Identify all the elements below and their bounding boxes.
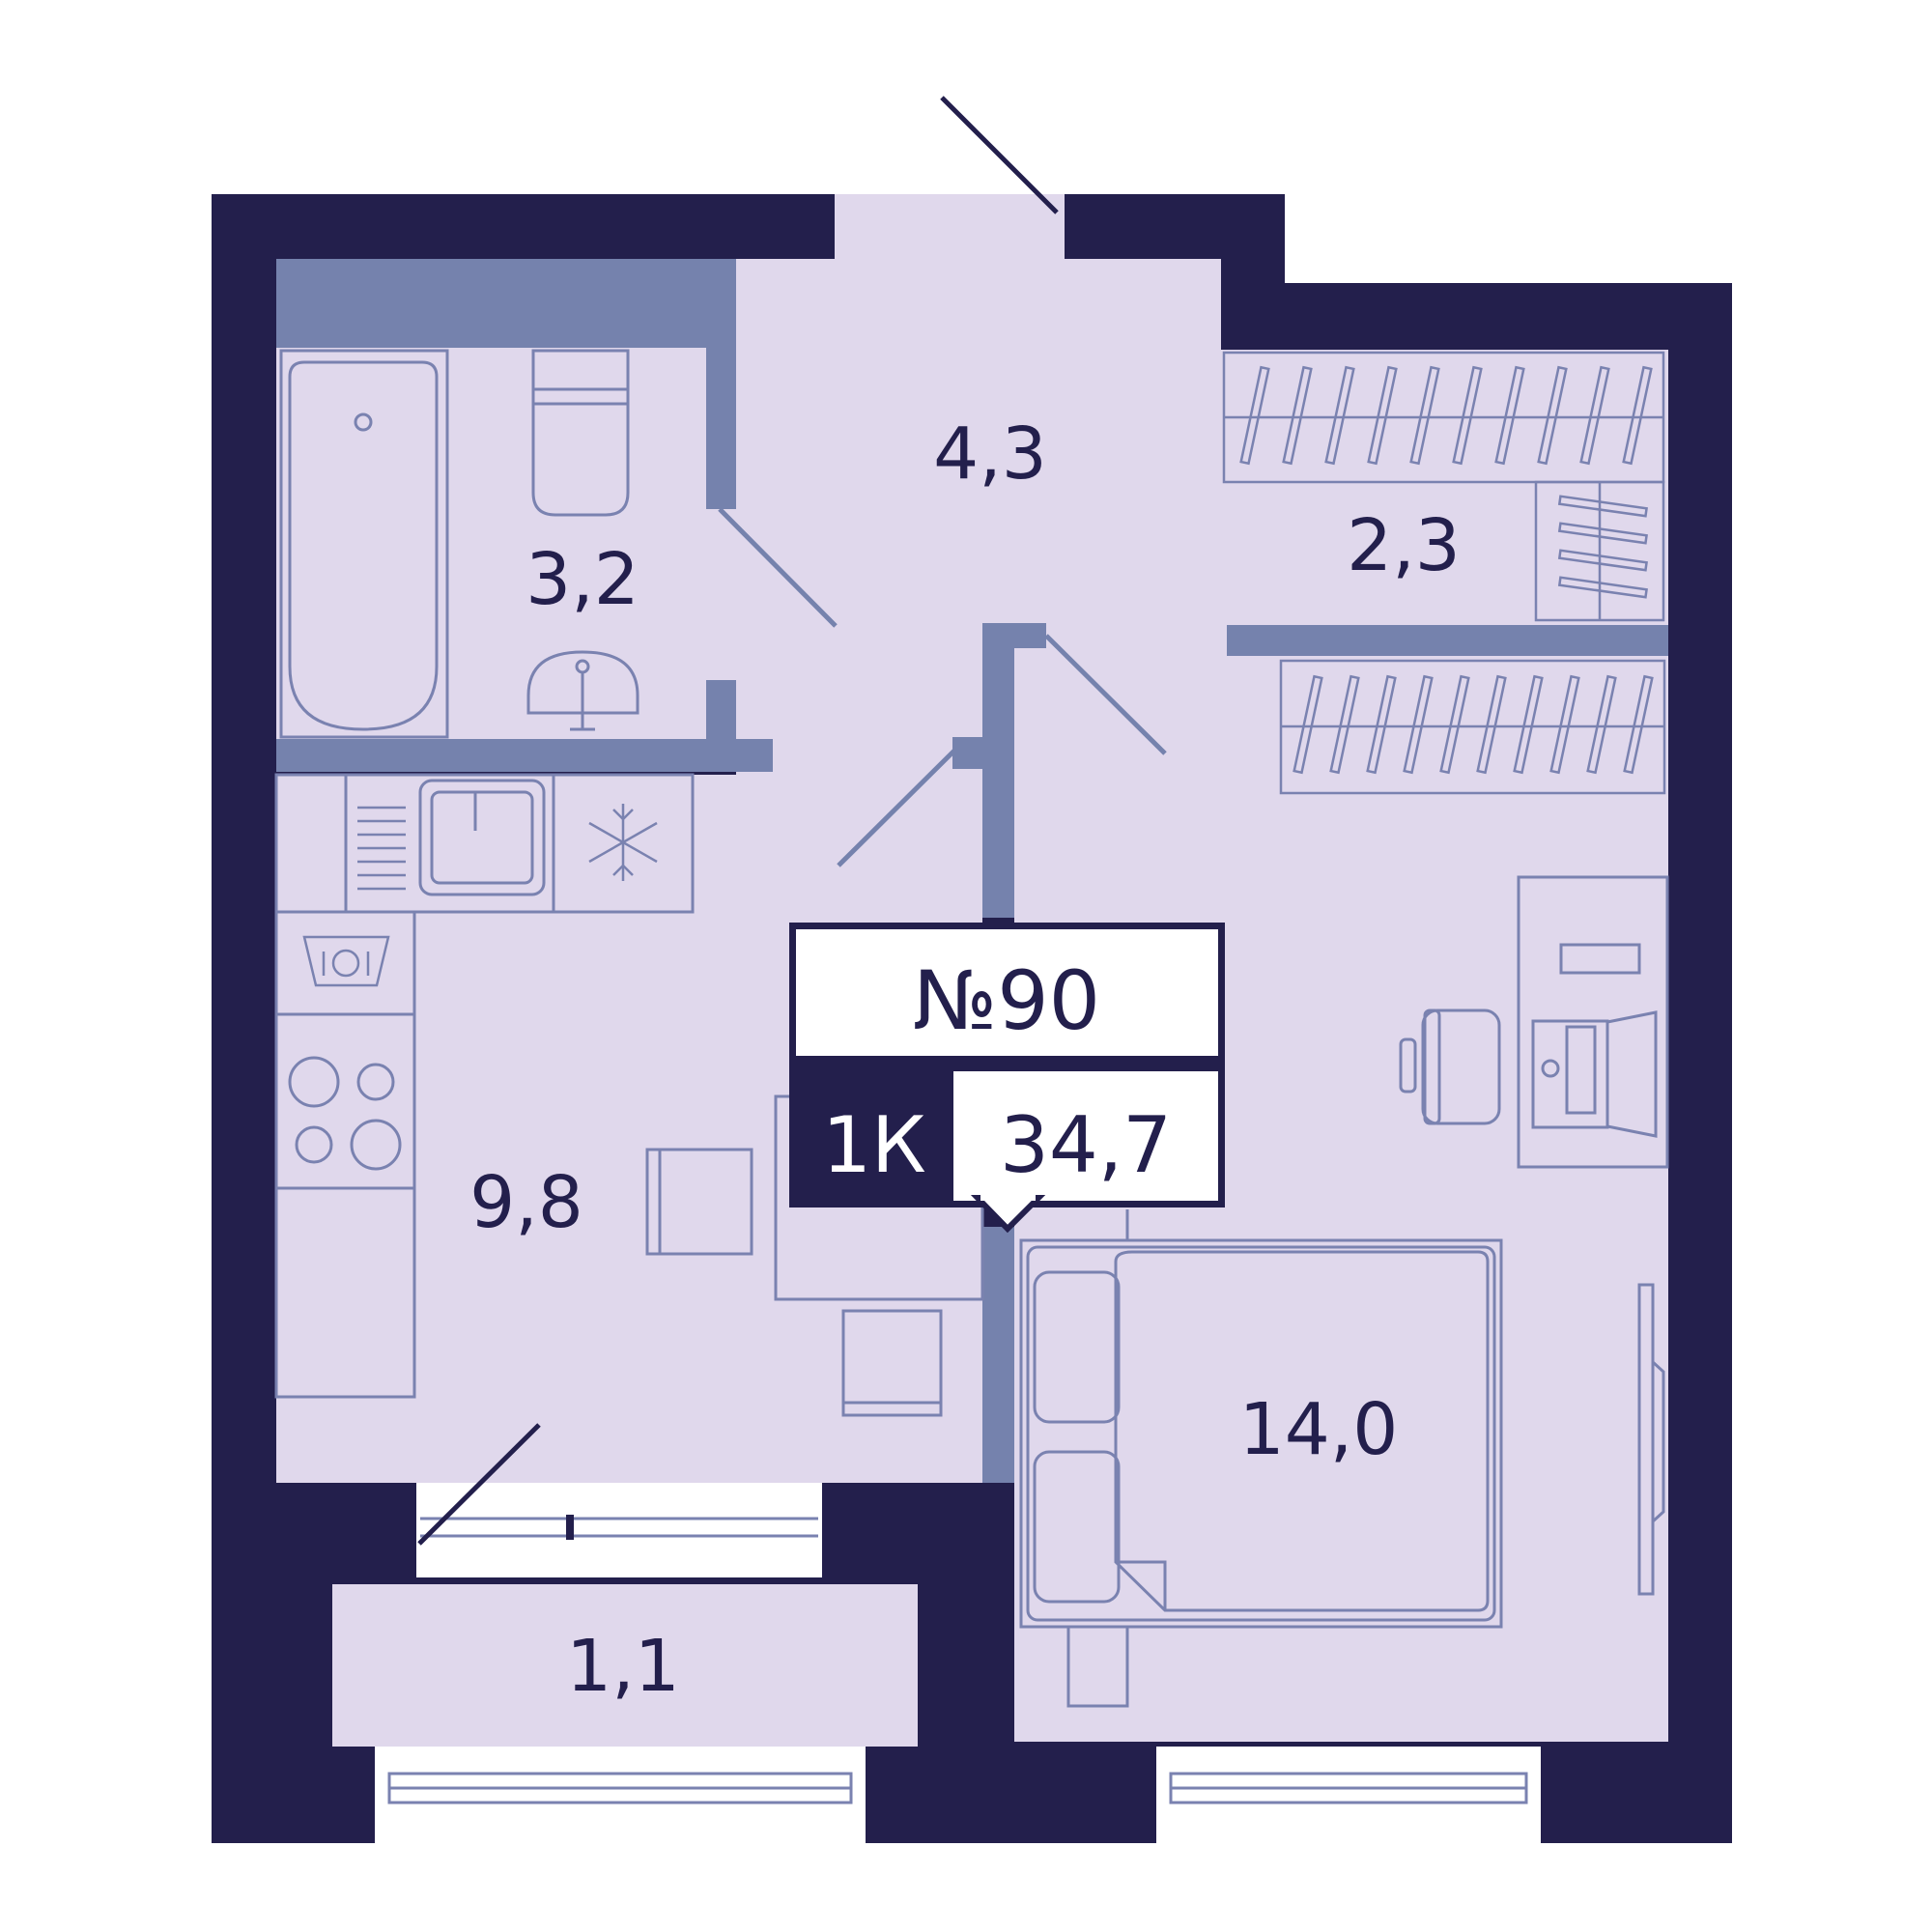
snowflake-icon — [588, 804, 658, 881]
hangers-side — [1557, 495, 1648, 599]
kitchen-area-label: 9,8 — [469, 1161, 583, 1244]
hanger — [1623, 674, 1654, 775]
hanger — [1549, 674, 1580, 775]
hall-area-label: 4,3 — [933, 412, 1047, 496]
interior-doors — [718, 507, 1167, 867]
apartment-total-area: 34,7 — [1000, 1100, 1172, 1190]
hanger — [1557, 495, 1648, 518]
kitchen-bedroom-wall-lower — [982, 1227, 1014, 1483]
bedroom-door — [1044, 634, 1167, 755]
hanger — [1513, 674, 1544, 775]
entry-gap — [835, 194, 1065, 259]
hanger — [1324, 365, 1355, 466]
storage-divider — [1227, 625, 1668, 656]
desk-icon — [1517, 875, 1669, 1169]
hanger — [1409, 365, 1440, 466]
dining-chair-bottom — [841, 1309, 943, 1417]
bathroom-area-label: 3,2 — [526, 538, 639, 621]
storage-area-label: 2,3 — [1347, 504, 1461, 587]
bathroom-top-wall — [276, 259, 736, 348]
badge-number-panel — [796, 929, 1218, 1056]
hangers-bedroom — [1293, 674, 1654, 775]
apartment-badge: №90 1К 34,7 — [789, 923, 1225, 1234]
bedroom-area-label: 14,0 — [1239, 1388, 1399, 1471]
freezer-counter — [552, 773, 695, 914]
hanger — [1557, 522, 1648, 545]
bathtub-icon — [279, 349, 449, 739]
sink-icon — [357, 779, 546, 896]
hangers-top — [1239, 365, 1653, 466]
toilet-icon — [531, 349, 630, 517]
apartment-number: №90 — [913, 953, 1100, 1048]
bathroom-bottom-wall — [276, 739, 773, 772]
kitchen-bedroom-stub — [952, 737, 982, 769]
hall-stub — [982, 623, 1046, 648]
hanger — [1476, 674, 1507, 775]
hanger — [1293, 674, 1323, 775]
kitchen-window — [416, 1483, 822, 1577]
balcony-window — [375, 1747, 866, 1843]
floor-areas — [276, 194, 1668, 1747]
hanger — [1537, 365, 1568, 466]
storage-shelf-right — [1534, 480, 1665, 622]
inner-walls — [276, 259, 1668, 1483]
bedroom-shelf — [1279, 659, 1666, 795]
dining-chair-left — [645, 1148, 753, 1256]
hanger — [1439, 674, 1470, 775]
hanger — [1557, 549, 1648, 572]
hanger — [1494, 365, 1525, 466]
washbasin-icon — [526, 650, 639, 731]
hanger — [1586, 674, 1617, 775]
bathroom-door — [718, 507, 838, 628]
bathroom-right-wall-lower — [706, 680, 736, 744]
windows — [375, 1483, 1541, 1843]
hanger — [1367, 365, 1398, 466]
balcony-area-label: 1,1 — [566, 1625, 680, 1708]
kitchen-counter — [274, 773, 695, 1399]
hanger — [1622, 365, 1653, 466]
badge-total-panel — [953, 1071, 1218, 1201]
balcony-door — [417, 1423, 541, 1546]
stove-icon — [288, 1056, 402, 1171]
hanger — [1239, 365, 1270, 466]
storage-floor — [1221, 350, 1668, 637]
dishwasher-icon — [302, 935, 390, 987]
doors — [417, 96, 1059, 1546]
bed-icon — [1019, 1209, 1503, 1708]
balcony-floor — [332, 1584, 918, 1747]
apartment-type: 1К — [822, 1100, 926, 1190]
hanger — [1579, 365, 1610, 466]
bedroom-window — [1156, 1747, 1541, 1843]
kitchen-bedroom-wall-upper — [982, 623, 1014, 918]
hanger — [1452, 365, 1483, 466]
bathroom-right-wall-upper — [706, 348, 736, 509]
hanger — [1557, 576, 1648, 599]
entry-door — [940, 96, 1059, 214]
kitchen-door — [837, 747, 958, 867]
hanger — [1329, 674, 1360, 775]
hanger — [1403, 674, 1434, 775]
hanger — [1282, 365, 1313, 466]
chair-icon — [1399, 1009, 1501, 1125]
tv-icon — [1637, 1283, 1665, 1596]
hanger — [1366, 674, 1397, 775]
